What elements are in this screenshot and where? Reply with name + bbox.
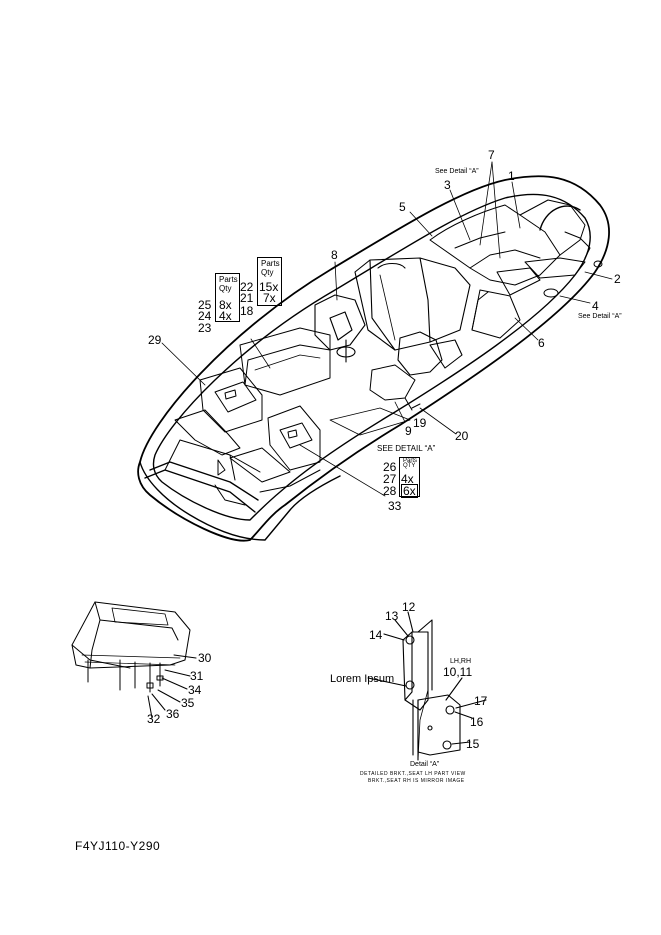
callout-30: 30 bbox=[198, 651, 212, 665]
qty-head-qty: Qty bbox=[261, 268, 274, 277]
lh-rh-note: LH,RH bbox=[450, 658, 472, 665]
callout-4: 4 bbox=[592, 299, 599, 313]
cockpit bbox=[174, 327, 421, 483]
see-detail-note-top: See Detail “A” bbox=[435, 168, 479, 175]
callout-27: 27 bbox=[383, 472, 397, 486]
callout-22: 22 bbox=[240, 280, 254, 294]
qty-left-v2: 4x bbox=[219, 309, 232, 323]
callout-33: 33 bbox=[388, 499, 402, 513]
diagram-code: F4YJ110-Y290 bbox=[75, 839, 161, 853]
callout-20: 20 bbox=[455, 429, 469, 443]
see-detail-note-mid: SEE DETAIL “A” bbox=[377, 444, 436, 453]
bow-seating bbox=[429, 199, 603, 339]
boat-hull bbox=[137, 175, 610, 542]
callout-34: 34 bbox=[188, 683, 202, 697]
leader-lines bbox=[161, 161, 613, 497]
qty-bottom-v1: 4x bbox=[401, 472, 414, 486]
callout-23: 23 bbox=[198, 321, 212, 335]
callout-26: 26 bbox=[383, 460, 397, 474]
callout-5: 5 bbox=[399, 200, 406, 214]
callout-9: 9 bbox=[405, 424, 412, 438]
callout-32: 32 bbox=[147, 712, 161, 726]
callout-21: 21 bbox=[240, 291, 254, 305]
callout-19: 19 bbox=[413, 416, 427, 430]
callout-8: 8 bbox=[331, 248, 338, 262]
qty-table-left-head: Parts Qty bbox=[215, 273, 240, 295]
callout-35: 35 bbox=[181, 696, 195, 710]
qty-table-right-head: Parts Qty bbox=[257, 257, 282, 279]
qty-head-parts: Parts bbox=[219, 275, 238, 284]
callout-15: 15 bbox=[466, 737, 480, 751]
callout-24: 24 bbox=[198, 309, 212, 323]
qty-left-v1: 8x bbox=[219, 298, 232, 312]
qty-bottom-v2: 6x bbox=[401, 484, 418, 498]
callout-13: 13 bbox=[385, 609, 399, 623]
detail-a-title: Detail “A” bbox=[410, 761, 440, 768]
bracket-detail bbox=[367, 611, 487, 761]
callout-1: 1 bbox=[508, 169, 515, 183]
callout-36: 36 bbox=[166, 707, 180, 721]
callout-2: 2 bbox=[614, 272, 621, 286]
qty-right-v1: 15x bbox=[259, 280, 279, 294]
callout-17: 17 bbox=[474, 694, 488, 708]
qty-head-qty: QTY bbox=[403, 463, 416, 469]
consoles bbox=[314, 257, 471, 376]
callout-3: 3 bbox=[444, 178, 451, 192]
lorem-label: Lorem Ipsum bbox=[330, 673, 395, 685]
callout-25: 25 bbox=[198, 298, 212, 312]
qty-head-qty: Qty bbox=[219, 284, 232, 293]
callout-7: 7 bbox=[488, 148, 495, 162]
callout-16: 16 bbox=[470, 715, 484, 729]
qty-head-parts: Parts bbox=[261, 259, 280, 268]
qty-right-v2: 7x bbox=[263, 291, 276, 305]
qty-table-bottom-head: Parts QTY bbox=[399, 457, 420, 470]
see-detail-note-right: See Detail “A” bbox=[578, 313, 622, 320]
seat-box-detail bbox=[71, 601, 197, 719]
callout-29: 29 bbox=[148, 333, 162, 347]
callout-28: 28 bbox=[383, 484, 397, 498]
callout-6: 6 bbox=[538, 336, 545, 350]
callout-10-11: 10,11 bbox=[443, 665, 473, 679]
callout-18: 18 bbox=[240, 304, 254, 318]
qty-head-parts: Parts bbox=[403, 458, 418, 464]
detail-a-line1: DETAILED BRKT.,SEAT LH PART VIEW bbox=[360, 771, 466, 777]
callout-31: 31 bbox=[190, 669, 204, 683]
callout-12: 12 bbox=[402, 600, 416, 614]
detail-a-line2: BRKT.,SEAT RH IS MIRROR IMAGE bbox=[368, 778, 465, 784]
callout-14: 14 bbox=[369, 628, 383, 642]
